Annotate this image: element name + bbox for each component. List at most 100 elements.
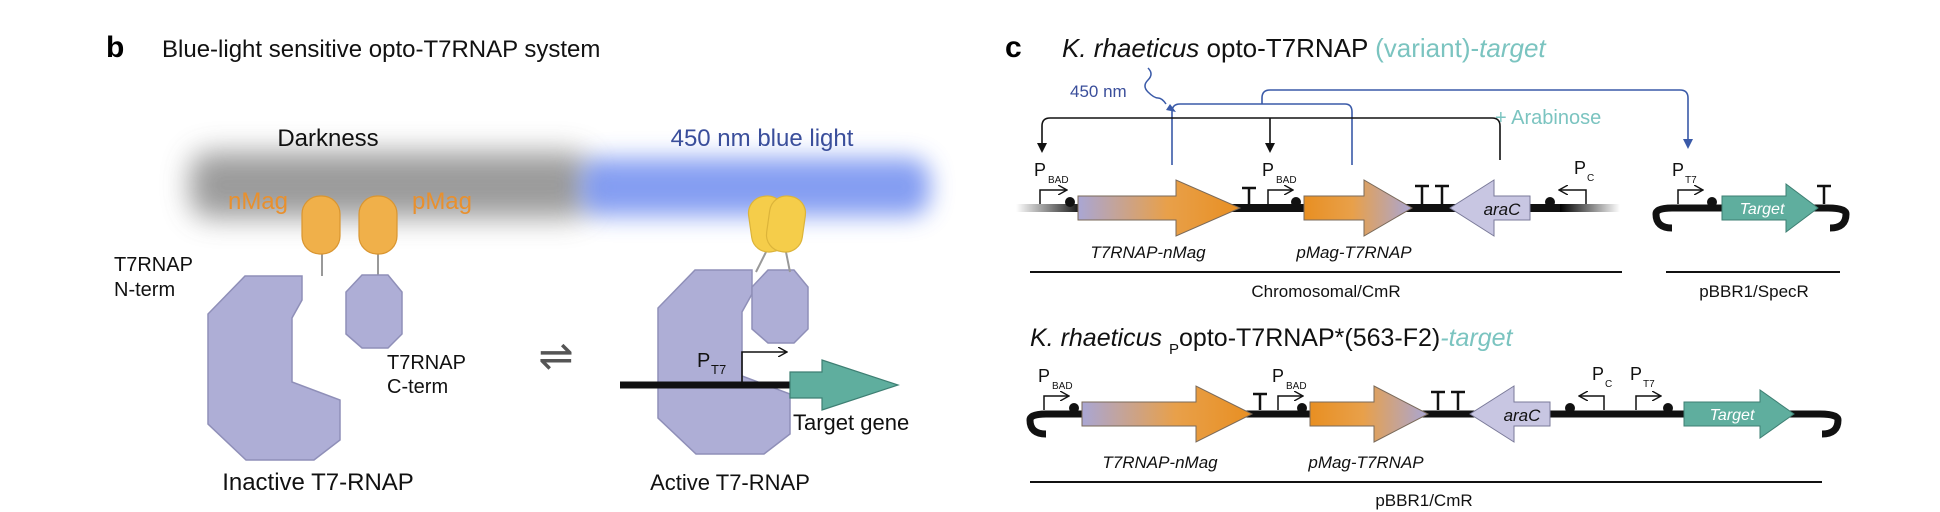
pbad4-p: P	[1272, 366, 1284, 386]
blue-top-bracket	[1261, 89, 1693, 149]
pbad1-sub: BAD	[1048, 175, 1069, 186]
active-label: Active T7-RNAP	[650, 470, 810, 495]
terminator-2	[1415, 184, 1449, 204]
pbad2-p: P	[1262, 160, 1274, 180]
pbad3-promoter	[1043, 396, 1068, 410]
pc2-rbs	[1565, 403, 1575, 413]
pbad2-promoter	[1267, 190, 1292, 204]
panel-c-letter: c	[1005, 31, 1022, 64]
t7rnap-nmag-label-2: T7RNAP-nMag	[1102, 453, 1218, 472]
light-squiggle	[1144, 67, 1167, 105]
pbad1-p: P	[1034, 160, 1046, 180]
pt7-promoter	[1677, 190, 1702, 204]
panel-b-title: Blue-light sensitive opto-T7RNAP system	[162, 36, 600, 63]
target-gene-1-label: Target	[1740, 201, 1785, 218]
panel-b-letter: b	[106, 31, 124, 64]
title-variant: (variant)-	[1375, 33, 1479, 63]
arac-gene-2	[1469, 385, 1551, 443]
target-gene-2-label: Target	[1710, 407, 1755, 424]
darkness-band	[190, 152, 590, 218]
pbad2-sub: BAD	[1276, 175, 1297, 186]
target-gene-label: Target gene	[793, 410, 909, 435]
terminator-3	[1817, 184, 1831, 204]
title-target: target	[1479, 33, 1547, 63]
blue-light-band	[580, 158, 930, 216]
title2-sub: P	[1169, 341, 1179, 358]
light-squiggle-head	[1166, 104, 1176, 112]
terminator-4	[1253, 392, 1267, 410]
pbad1-rbs	[1065, 197, 1075, 207]
cterm-rnap-shape	[345, 274, 403, 349]
cterm-label-line2: C-term	[387, 376, 448, 398]
t7rnap-nmag-gene-2	[1081, 385, 1254, 443]
pc-p: P	[1574, 158, 1586, 178]
pt7-2-p: P	[1630, 364, 1642, 384]
pc-rbs	[1545, 197, 1555, 207]
darkness-label: Darkness	[277, 125, 378, 152]
pbad3-sub: BAD	[1052, 381, 1073, 392]
t7rnap-nmag-label: T7RNAP-nMag	[1090, 243, 1206, 262]
pmag-t7rnap-label-2: pMag-T7RNAP	[1307, 453, 1424, 472]
terminator-5	[1431, 390, 1465, 410]
pc2-promoter	[1580, 396, 1605, 410]
active-linker-2	[785, 251, 791, 273]
nterm-label-line1: T7RNAP	[114, 254, 193, 276]
arac-reg-line	[1037, 117, 1501, 160]
pbad4-rbs	[1297, 403, 1307, 413]
pt7-2-promoter	[1635, 396, 1660, 410]
title2-target: -target	[1440, 324, 1513, 352]
inactive-label: Inactive T7-RNAP	[222, 469, 414, 496]
target-gene-2	[1683, 389, 1795, 439]
pt7-sub: T7	[1685, 175, 1697, 186]
pt7-2-sub: T7	[1643, 379, 1655, 390]
pmag-t7rnap-gene	[1303, 179, 1413, 237]
target-gene-1	[1721, 183, 1819, 233]
pmag-t7rnap-gene-2	[1309, 385, 1430, 443]
active-rnap-cterm	[751, 269, 809, 344]
pc2-p: P	[1592, 364, 1604, 384]
t7rnap-nmag-gene	[1077, 179, 1242, 237]
target-gene-arrow	[789, 359, 900, 411]
promoter-label-sub: T7	[711, 362, 726, 377]
light-label: 450 nm	[1070, 82, 1127, 101]
pt7-rbs	[1707, 197, 1717, 207]
pbad4-sub: BAD	[1286, 381, 1307, 392]
panel-b: b Blue-light sensitive opto-T7RNAP syste…	[106, 31, 930, 496]
arac-label: araC	[1484, 200, 1522, 219]
title-rest: opto-T7RNAP	[1199, 33, 1375, 63]
pc-promoter	[1560, 190, 1587, 204]
pt7-2-rbs	[1663, 403, 1673, 413]
blue-light-label: 450 nm blue light	[671, 125, 854, 152]
t7-promoter-arrow	[741, 352, 786, 382]
chromosomal-label: Chromosomal/CmR	[1251, 282, 1400, 301]
active-pmag-domain	[765, 195, 807, 253]
pbad3-rbs	[1069, 403, 1079, 413]
pbbr1-cmr-label: pBBR1/CmR	[1375, 491, 1472, 510]
pbad2-rbs	[1291, 197, 1301, 207]
cterm-label-line1: T7RNAP	[387, 352, 466, 374]
equilibrium-arrows: ⇌	[538, 332, 573, 379]
plasmid2-backbone	[1026, 410, 1842, 438]
pc-sub: C	[1587, 173, 1594, 184]
title2-italic: K. rhaeticus	[1030, 324, 1162, 352]
promoter-label-p: P	[697, 350, 710, 372]
panel-c-title: K. rhaeticus opto-T7RNAP (variant)-targe…	[1062, 33, 1547, 63]
blue-link-lines	[1171, 103, 1353, 165]
pbad1-promoter	[1039, 190, 1066, 204]
pt7-p: P	[1672, 160, 1684, 180]
title2-rest: opto-T7RNAP*(563-F2)	[1179, 324, 1440, 352]
pbbr1-specr-label: pBBR1/SpecR	[1699, 282, 1809, 301]
pc2-sub: C	[1605, 379, 1612, 390]
arac-label-2: araC	[1504, 406, 1542, 425]
pbad3-p: P	[1038, 366, 1050, 386]
active-linker-1	[755, 251, 767, 273]
title-italic: K. rhaeticus	[1062, 33, 1199, 63]
chrom-fade-left	[1016, 204, 1086, 212]
arac-gene	[1449, 179, 1531, 237]
chrom-fade-right	[1560, 204, 1620, 212]
nterm-label-line2: N-term	[114, 279, 175, 301]
nmag-label: nMag	[228, 188, 288, 215]
nterm-rnap-shape	[207, 275, 341, 461]
